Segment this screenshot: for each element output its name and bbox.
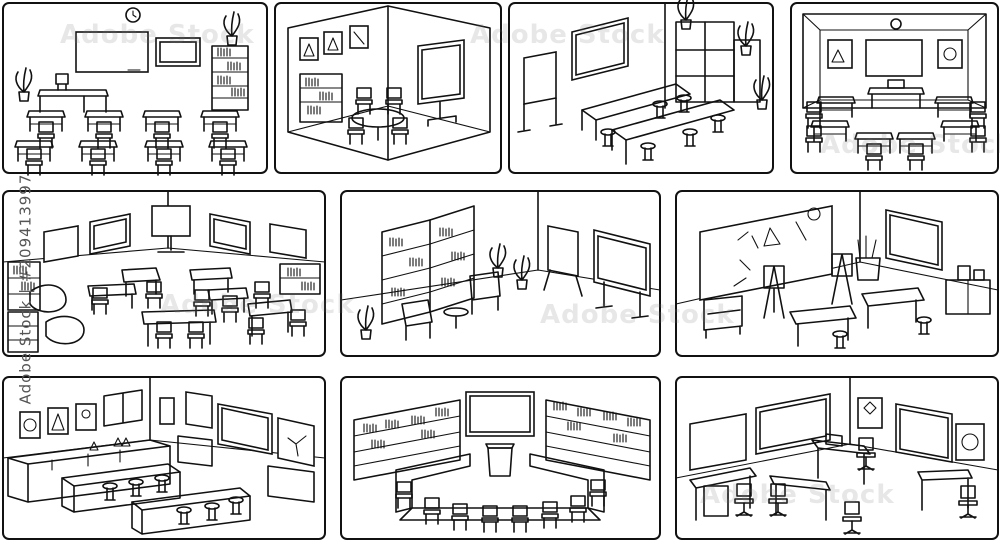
panel-meeting-room — [340, 376, 661, 540]
watermark-logo: Adobe Stock — [60, 20, 255, 50]
teacher-desk — [37, 73, 109, 113]
panel-science-lab — [2, 376, 326, 540]
panel-reading-corner — [340, 190, 661, 357]
whiteboard-icon — [75, 31, 149, 73]
watermark-logo: Adobe Stock — [820, 130, 1000, 160]
watermark-logo: Adobe Stock — [160, 290, 355, 320]
watermark-logo: Adobe Stock — [470, 20, 665, 50]
watermark-logo: Adobe Stock — [540, 300, 735, 330]
panel-group-tables — [2, 190, 326, 357]
panel-workshop-room — [508, 0, 774, 174]
bookshelf-icon — [211, 45, 249, 111]
panel-art-room — [675, 190, 999, 357]
panel-corner-room — [274, 2, 502, 174]
panel-rows-classroom — [790, 2, 999, 174]
watermark-side-text: Adobe Stock | #209413997 — [16, 173, 35, 405]
clock-icon — [125, 7, 141, 23]
podium-icon — [485, 443, 515, 477]
panel-traditional-classroom — [2, 2, 268, 176]
watermark-logo: Adobe Stock — [700, 480, 895, 510]
panel-office-classroom — [675, 376, 999, 540]
